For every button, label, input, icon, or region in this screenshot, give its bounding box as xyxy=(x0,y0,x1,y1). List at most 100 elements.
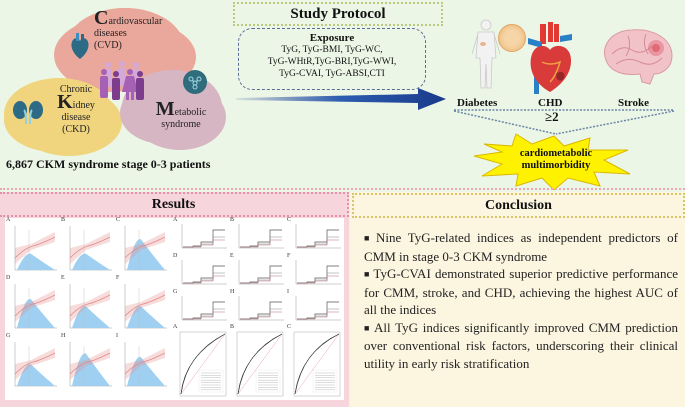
rcs-curve xyxy=(14,294,56,317)
panel-label: C xyxy=(287,217,292,223)
section-divider xyxy=(0,188,685,190)
confidence-band xyxy=(125,290,165,322)
heart-icon xyxy=(528,22,572,94)
ckd-label: Chronic Kidney disease (CKD) xyxy=(57,84,95,135)
step-line xyxy=(297,229,339,248)
panel-label: E xyxy=(230,253,234,259)
cumulative-incidence-plot xyxy=(181,296,227,321)
rcs-curve xyxy=(69,352,111,375)
metabolic-label: Metabolic syndrome xyxy=(155,98,207,130)
step-line xyxy=(240,275,282,284)
panel-label: I xyxy=(287,289,289,295)
confidence-band xyxy=(70,348,110,380)
rcs-curve xyxy=(14,352,56,375)
rcs-plot xyxy=(69,226,112,271)
outcome-bracket xyxy=(453,109,675,135)
rcs-plot xyxy=(124,226,167,271)
exposure-line: TyG, TyG-BMI, TyG-WC, xyxy=(281,45,383,55)
legend-box xyxy=(312,369,338,393)
panel-label: A xyxy=(173,324,178,330)
cmm-label: cardiometabolic multimorbidity xyxy=(519,148,593,171)
rcs-plot xyxy=(124,284,167,329)
cumulative-incidence-plot xyxy=(295,296,341,321)
rcs-plot xyxy=(14,226,57,271)
panel-label: D xyxy=(6,275,11,281)
exposure-line: TyG-CVAI, TyG-ABSI,CTI xyxy=(279,69,385,79)
step-line xyxy=(240,229,282,248)
cumulative-incidence-plot xyxy=(181,260,227,285)
cumulative-incidence-plot xyxy=(295,224,341,249)
histogram xyxy=(72,253,110,270)
confidence-band xyxy=(125,348,165,380)
threshold-label: ≥2 xyxy=(545,109,559,124)
diagonal-reference xyxy=(294,333,340,395)
confidence-band xyxy=(70,290,110,322)
diagonal-reference xyxy=(180,333,226,395)
step-line xyxy=(240,311,282,320)
outcome-chd: CHD xyxy=(538,97,563,109)
panel-label: H xyxy=(230,289,235,295)
histogram xyxy=(17,364,55,386)
panel-label: F xyxy=(116,275,120,281)
panel-label: B xyxy=(230,217,235,223)
rcs-curve xyxy=(14,236,56,259)
confidence-band xyxy=(70,232,110,264)
histogram xyxy=(72,353,110,386)
cvd-label: Cardiovascular diseases (CVD) xyxy=(94,7,163,51)
confidence-band xyxy=(15,232,55,264)
cumulative-incidence-plot xyxy=(238,224,284,249)
panel-label: A xyxy=(173,217,178,223)
rcs-plot xyxy=(124,342,167,387)
rcs-curve xyxy=(69,236,111,259)
histogram xyxy=(127,306,165,328)
step-line xyxy=(183,239,225,248)
legend-box xyxy=(255,369,281,393)
step-line xyxy=(297,301,339,320)
exposure-line: TyG-WHtR,TyG-BRI,TyG-WWI, xyxy=(267,57,397,67)
rcs-plot xyxy=(14,284,57,329)
patients-count-label: 6,867 CKM syndrome stage 0-3 patients xyxy=(6,157,211,171)
fat-cell-icon xyxy=(498,24,526,52)
step-line xyxy=(297,275,339,284)
cumulative-incidence-plot xyxy=(295,260,341,285)
step-line xyxy=(240,265,282,284)
step-line xyxy=(240,239,282,248)
histogram xyxy=(127,239,165,270)
panel-label: B xyxy=(230,324,235,330)
histogram xyxy=(127,356,165,386)
panel-label: D xyxy=(173,253,178,259)
panel-label: B xyxy=(61,217,66,223)
step-line xyxy=(183,301,225,320)
panel-label: G xyxy=(173,289,178,295)
step-line xyxy=(183,265,225,284)
step-line xyxy=(297,311,339,320)
exposure-title: Exposure xyxy=(309,32,355,44)
arrow-right-icon xyxy=(236,88,446,110)
plot-frame xyxy=(293,331,341,397)
bullet-icon: ■ xyxy=(364,269,371,279)
roc-curve xyxy=(237,333,283,395)
confidence-band xyxy=(15,290,55,322)
study-protocol-title: Study Protocol xyxy=(233,2,443,26)
roc-curve xyxy=(294,333,340,395)
panel-label: E xyxy=(61,275,65,281)
rcs-curve xyxy=(69,294,111,317)
panel-label: A xyxy=(6,217,11,223)
people-icon xyxy=(100,61,144,100)
heart-icon xyxy=(71,33,89,59)
diagonal-reference xyxy=(237,333,283,395)
roc-plot xyxy=(293,331,341,397)
conclusion-point: ■All TyG indices significantly improved … xyxy=(364,319,679,371)
conclusion-list: ■Nine TyG-related indices as independent… xyxy=(364,229,678,372)
plot-frame xyxy=(179,331,227,397)
conclusion-panel xyxy=(350,192,685,407)
panel-label: F xyxy=(287,253,291,259)
histogram xyxy=(17,253,55,270)
rcs-plot xyxy=(69,284,112,329)
step-line xyxy=(183,229,225,248)
exposure-box: Exposure TyG, TyG-BMI, TyG-WC, TyG-WHtR,… xyxy=(238,28,426,90)
cumulative-incidence-plot xyxy=(181,224,227,249)
bullet-icon: ■ xyxy=(364,322,371,333)
conclusion-point: ■Nine TyG-related indices as independent… xyxy=(364,230,679,264)
